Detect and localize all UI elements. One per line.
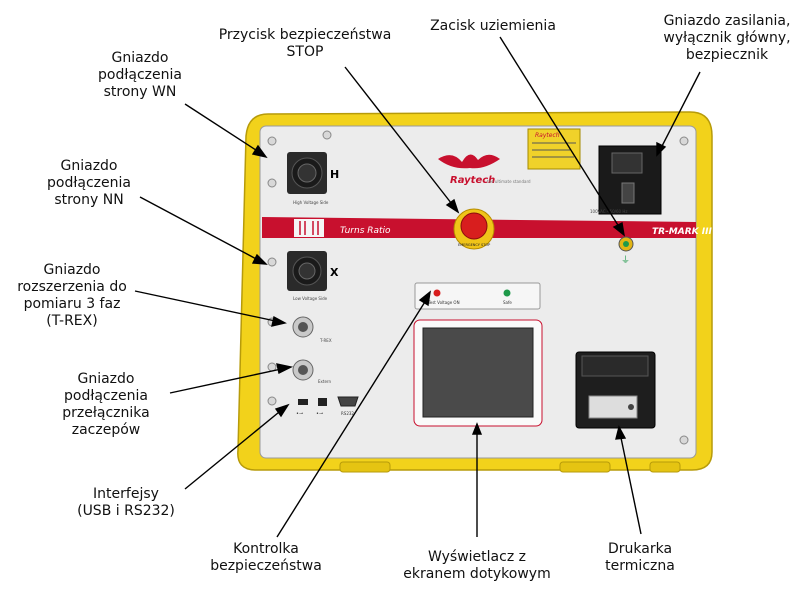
callout-ground: Zacisk uziemienia [430,18,556,34]
trex-socket[interactable]: T-REX [292,316,332,343]
rating-plate: Raytech 100VAC - 50/60 Hz [527,128,627,214]
callout-power: Gniazdo zasilania, wyłącznik główny, bez… [663,13,791,63]
test-voltage-lamp [433,289,441,297]
band-right-label: TR-MARK III [652,227,712,237]
callout-indicator: Kontrolka bezpieczeństwa [210,541,322,574]
callout-tap-changer: Gniazdo podłączenia przełącznika zaczepó… [62,371,150,438]
h-letter: H [330,168,339,181]
ground-terminal[interactable]: ⏚ [618,236,634,266]
leader-lines [134,36,701,538]
brand-name: Raytech [450,175,495,186]
usb-rs232-ports[interactable]: •⊸ •⊸ RS232 [296,396,359,417]
thermal-printer[interactable] [575,351,656,429]
safe-lamp-label: Safe [503,300,512,305]
touch-display[interactable] [413,319,543,427]
ground-icon: ⏚ [621,255,630,266]
safe-lamp [503,289,511,297]
callout-trex: Gniazdo rozszerzenia do pomiaru 3 faz (T… [17,262,127,329]
extern-tag: Extern [318,379,331,384]
tap-changer-socket[interactable]: Extern [292,359,331,384]
power-inlet[interactable] [598,145,662,215]
trex-tag: T-REX [319,338,332,343]
raytech-logo: Raytech the ultimate standard [438,154,531,186]
callout-printer: Drukarka termiczna [605,541,675,574]
callout-lv-socket: Gniazdo podłączenia strony NN [47,158,131,208]
indicator-panel: Test Voltage ON Safe [414,282,541,310]
callout-stop: Przycisk bezpieczeństwa STOP [218,27,392,60]
band-left-label: Turns Ratio [340,226,391,236]
usb-b-icon: •⊸ [316,411,323,417]
test-lamp-label: Test Voltage ON [427,300,460,305]
callout-hv-socket: Gniazdo podłączenia strony WN [98,50,182,100]
hv-side-label: High Voltage Side [293,200,329,205]
callout-display: Wyświetlacz z ekranem dotykowym [403,549,551,582]
plate-brand: Raytech [535,132,560,139]
usb-a-icon: •⊸ [296,411,303,417]
emergency-stop-button[interactable]: EMERGENCY STOP [453,208,495,250]
rs232-label: RS232 [341,411,354,416]
callout-interfaces: Interfejsy (USB i RS232) [77,486,175,519]
lv-side-label: Low Voltage Side [293,296,328,301]
x-letter: X [330,266,339,279]
lv-socket[interactable]: X Low Voltage Side [287,251,339,301]
hv-socket[interactable]: H High Voltage Side [287,152,339,205]
brand-tagline: the ultimate standard [487,179,531,184]
stop-text: EMERGENCY STOP [458,243,490,247]
